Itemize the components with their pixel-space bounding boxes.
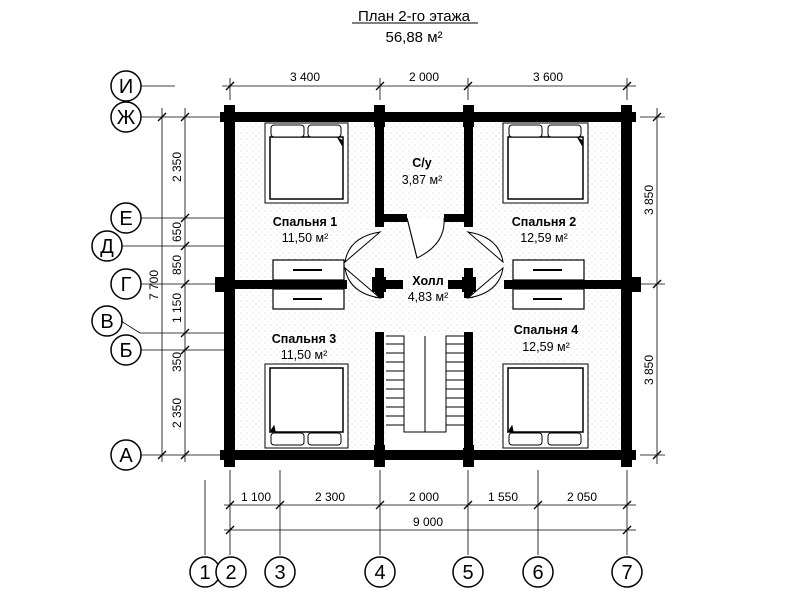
room-labels: Спальня 1 11,50 м² Спальня 2 12,59 м² С/… xyxy=(272,156,578,362)
axis-col-4: 4 xyxy=(374,562,385,584)
room-area-bedroom2: 12,59 м² xyxy=(520,231,568,245)
bed-4 xyxy=(502,363,589,449)
dim-top-2: 2 000 xyxy=(409,70,439,84)
wardrobes xyxy=(272,259,585,310)
room-name-bedroom4: Спальня 4 xyxy=(514,323,578,337)
room-name-bathroom: С/у xyxy=(412,156,432,170)
bed-1 xyxy=(264,122,349,204)
axis-row-e: Е xyxy=(119,208,132,230)
room-name-bedroom2: Спальня 2 xyxy=(512,215,576,229)
dim-top-3: 3 600 xyxy=(533,70,563,84)
column-axis-markers xyxy=(189,556,643,588)
plan-total-area: 56,88 м² xyxy=(385,29,442,46)
axis-col-3: 3 xyxy=(274,562,285,584)
dim-bottom-2: 2 300 xyxy=(315,490,345,504)
dim-left-4: 1 150 xyxy=(170,293,184,323)
room-name-bedroom1: Спальня 1 xyxy=(273,215,337,229)
walls xyxy=(215,105,641,467)
dim-bottom-4: 1 550 xyxy=(488,490,518,504)
bed-2 xyxy=(502,122,589,204)
bed-3 xyxy=(264,363,349,449)
dimension-lines xyxy=(140,78,665,555)
axis-col-2: 2 xyxy=(225,562,236,584)
axis-row-g: Г xyxy=(121,274,132,296)
room-name-hall: Холл xyxy=(412,274,443,288)
axis-row-b: Б xyxy=(119,340,132,362)
axis-row-a: А xyxy=(119,445,133,467)
dim-left-2: 650 xyxy=(170,222,184,242)
dim-bottom-3: 2 000 xyxy=(409,490,439,504)
axis-row-v: В xyxy=(100,311,113,333)
dim-left-5: 350 xyxy=(170,352,184,372)
axis-col-7: 7 xyxy=(621,562,632,584)
doors xyxy=(344,217,504,299)
room-area-bedroom3: 11,50 м² xyxy=(281,348,328,362)
room-area-bathroom: 3,87 м² xyxy=(402,173,443,187)
staircase xyxy=(386,335,464,448)
dim-bottom-total: 9 000 xyxy=(413,515,443,529)
axis-row-d: Д xyxy=(100,236,114,258)
dim-bottom-5: 2 050 xyxy=(567,490,597,504)
dimension-texts: 3 400 2 000 3 600 3 850 3 850 2 350 650 … xyxy=(147,70,656,529)
row-axis-markers xyxy=(91,70,142,471)
dim-top-1: 3 400 xyxy=(290,70,320,84)
axis-row-zh: Ж xyxy=(117,107,136,129)
dim-right-2: 3 850 xyxy=(642,355,656,385)
column-axis-labels: 1 2 3 4 5 6 7 xyxy=(199,562,632,584)
axis-col-1: 1 xyxy=(199,562,210,584)
dim-left-3: 850 xyxy=(170,255,184,275)
axis-col-5: 5 xyxy=(462,562,473,584)
dim-bottom-1: 1 100 xyxy=(241,490,271,504)
axis-col-6: 6 xyxy=(532,562,543,584)
room-area-hall: 4,83 м² xyxy=(408,290,449,304)
dim-right-1: 3 850 xyxy=(642,185,656,215)
dim-left-6: 2 350 xyxy=(170,398,184,428)
row-axis-labels: И Ж Е Д Г В Б А xyxy=(100,76,136,467)
plan-title: План 2-го этажа xyxy=(358,8,471,25)
room-area-bedroom4: 12,59 м² xyxy=(522,340,570,354)
room-name-bedroom3: Спальня 3 xyxy=(272,332,336,346)
room-area-bedroom1: 11,50 м² xyxy=(282,231,329,245)
dim-left-1: 2 350 xyxy=(170,152,184,182)
axis-row-i: И xyxy=(119,76,133,98)
dim-left-total: 7 700 xyxy=(147,270,161,300)
